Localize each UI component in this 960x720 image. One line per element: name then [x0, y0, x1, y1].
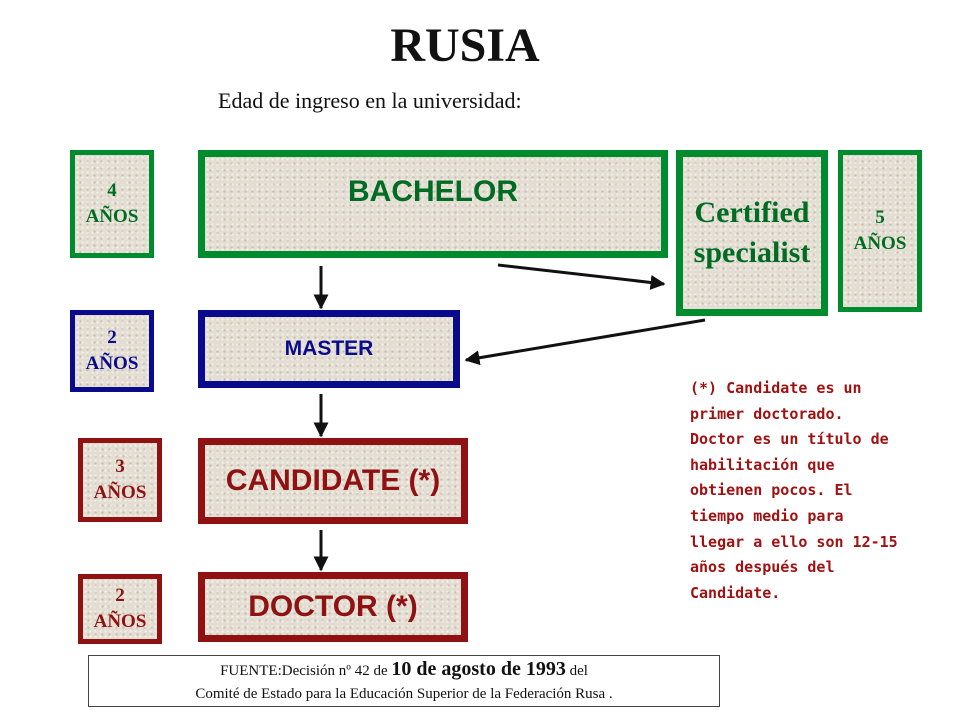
duration-number: 3 [115, 456, 125, 478]
source-suffix: del [565, 663, 588, 679]
note-line: llegar a ello son 12-15 [690, 532, 898, 551]
stage-bachelor: BACHELOR [198, 150, 668, 258]
note-line: obtienen pocos. El [690, 481, 853, 500]
note-line: primer doctorado. [690, 404, 844, 423]
arrow-specialist-to-master [464, 318, 706, 366]
stage-label-line2: specialist [693, 236, 811, 269]
note-line: años después del [690, 558, 835, 577]
stage-label: CANDIDATE (*) [225, 464, 441, 497]
duration-candidate: 3 AÑOS [78, 438, 162, 522]
duration-unit: AÑOS [93, 482, 147, 503]
note-line: tiempo medio para [690, 506, 844, 525]
duration-unit: AÑOS [93, 611, 147, 632]
duration-number: 2 [115, 585, 125, 607]
source-line-1: FUENTE:Decisión nº 42 de 10 de agosto de… [89, 658, 719, 683]
page-title: RUSIA [390, 19, 540, 72]
duration-unit: AÑOS [85, 353, 139, 374]
stage-doctor: DOCTOR (*) [198, 572, 468, 642]
source-prefix: FUENTE:Decisión nº 42 de [220, 663, 392, 679]
duration-specialist: 5 AÑOS [838, 150, 922, 312]
duration-doctor: 2 AÑOS [78, 574, 162, 644]
duration-master: 2 AÑOS [70, 310, 154, 392]
arrow-bachelor-to-specialist [497, 263, 666, 290]
note-line: habilitación que [690, 455, 835, 474]
duration-unit: AÑOS [85, 206, 139, 227]
stage-certified-specialist: Certified specialist [676, 150, 828, 316]
note-line: Candidate. [690, 583, 781, 602]
stage-label: MASTER [284, 337, 374, 360]
stage-label: DOCTOR (*) [248, 590, 418, 623]
stage-master: MASTER [198, 310, 460, 388]
source-box: FUENTE:Decisión nº 42 de 10 de agosto de… [88, 655, 720, 707]
duration-number: 2 [107, 327, 117, 349]
stage-candidate: CANDIDATE (*) [198, 438, 468, 524]
duration-bachelor: 4 AÑOS [70, 150, 154, 258]
duration-number: 5 [875, 207, 885, 229]
duration-unit: AÑOS [853, 233, 907, 254]
stage-label-line1: Certified [694, 195, 810, 229]
duration-number: 4 [107, 180, 117, 202]
note-line: (*) Candidate es un [690, 379, 862, 397]
note-line: Doctor es un título de [690, 430, 889, 449]
source-date: 10 de agosto de 1993 [391, 658, 566, 680]
source-line-2: Comité de Estado para la Educación Super… [195, 686, 613, 702]
candidate-footnote: (*) Candidate es un primer doctorado. Do… [690, 376, 930, 606]
stage-label: BACHELOR [348, 175, 518, 208]
subtitle: Edad de ingreso en la universidad: [218, 88, 522, 113]
